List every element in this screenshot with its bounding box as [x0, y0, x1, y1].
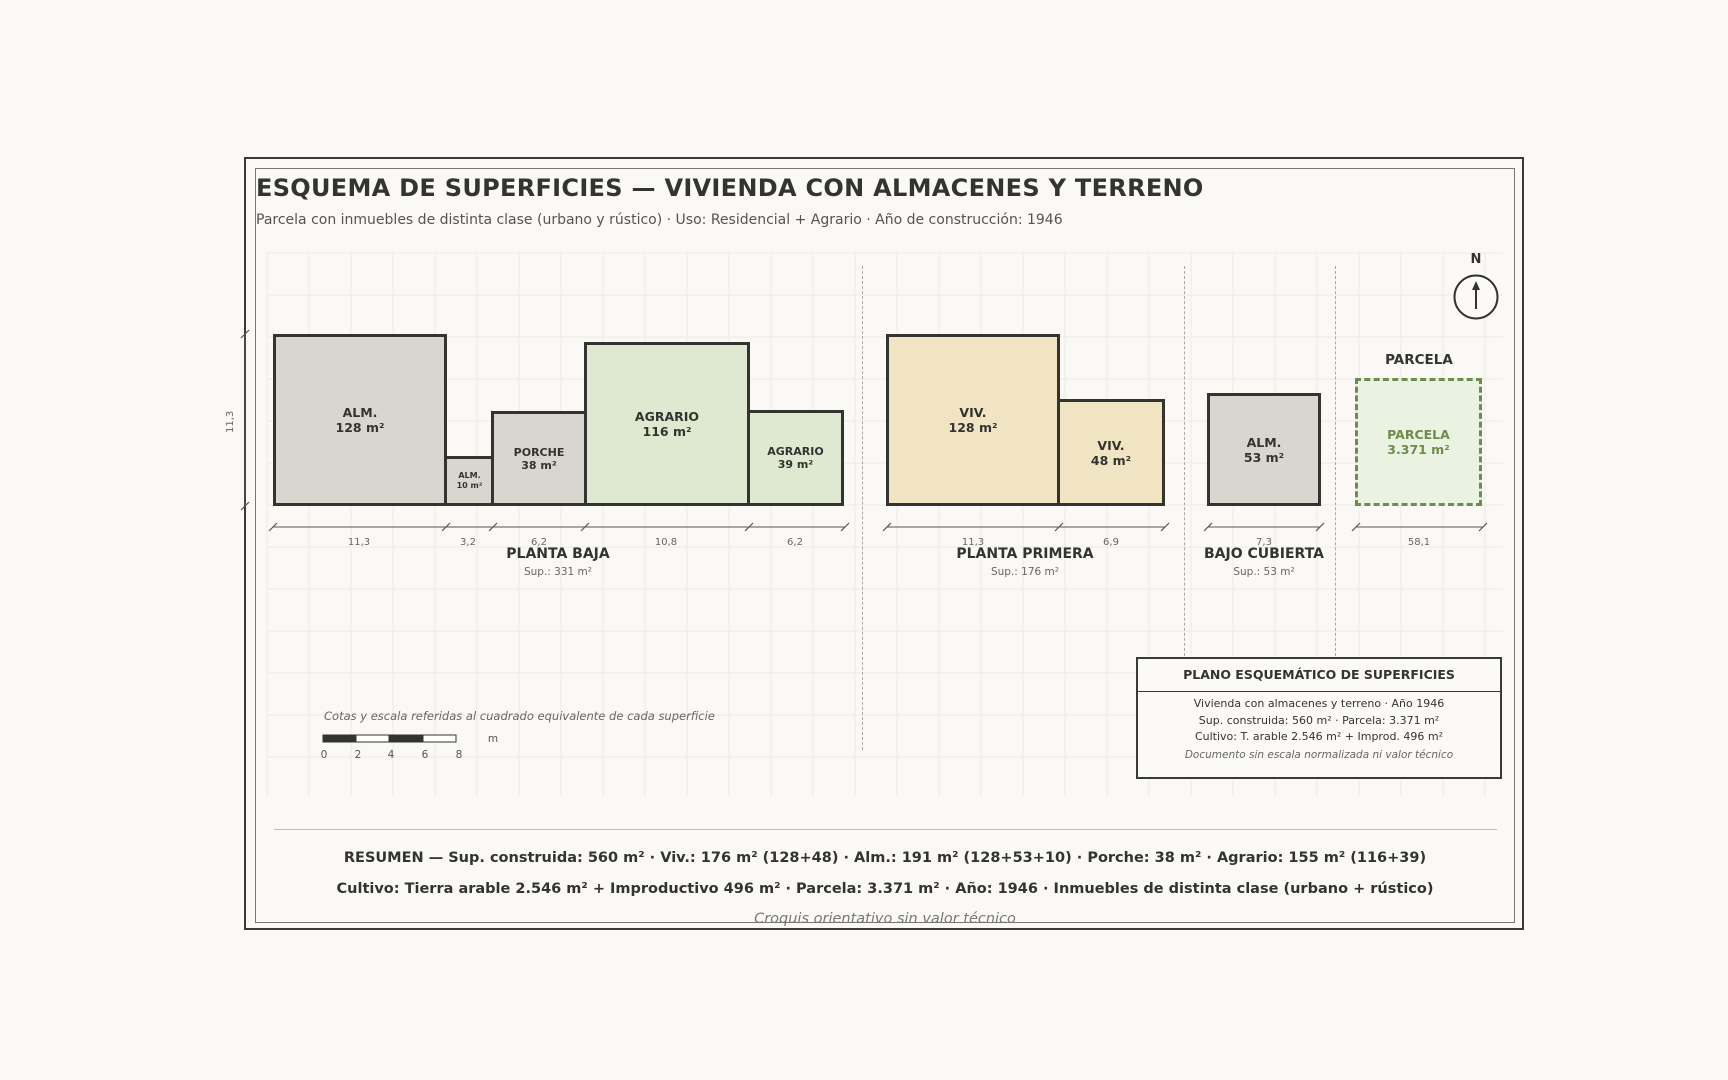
- room-label: VIV.: [959, 405, 987, 420]
- room-vivienda-small: VIV. 48 m²: [1057, 399, 1165, 506]
- scale-bar: [322, 734, 457, 743]
- dimension-label: 6,2: [787, 537, 803, 548]
- summary-divider: [274, 829, 1497, 830]
- room-label: AGRARIO: [634, 409, 700, 424]
- dimension-label: 6,9: [1103, 537, 1119, 548]
- sheet-inner-frame: [255, 168, 1515, 923]
- room-area: 128 m²: [335, 420, 385, 435]
- summary-line-1: RESUMEN — Sup. construida: 560 m² · Viv.…: [343, 850, 1427, 866]
- footer-note: Croquis orientativo sin valor técnico: [754, 911, 1016, 927]
- title-block-heading: PLANO ESQUEMÁTICO DE SUPERFICIES: [1138, 659, 1500, 692]
- room-almacen-bajo-cubierta: ALM. 53 m²: [1207, 393, 1321, 506]
- summary-line-2: Cultivo: Tierra arable 2.546 m² + Improd…: [336, 881, 1434, 897]
- north-arrow-icon: [1453, 274, 1499, 320]
- dimension-tick: [1478, 522, 1488, 532]
- section-surface-bajo-cubierta: Sup.: 53 m²: [1233, 566, 1295, 578]
- dimension-tick: [882, 522, 892, 532]
- sheet-outer-frame: [244, 157, 1524, 930]
- room-label: ALM.: [458, 471, 481, 480]
- dimension-tick: [1315, 522, 1325, 532]
- dimension-tick: [1054, 522, 1064, 532]
- room-almacen-pb: ALM. 128 m²: [273, 334, 447, 506]
- room-area: 116 m²: [642, 424, 692, 439]
- parcela-box: PARCELA 3.371 m²: [1355, 378, 1482, 506]
- room-area: 48 m²: [1090, 452, 1132, 468]
- dimension-tick: [268, 522, 278, 532]
- scale-tick: 8: [455, 749, 463, 761]
- scale-tick: 2: [354, 749, 362, 761]
- scale-tick: 0: [320, 749, 328, 761]
- dimension-label: 3,2: [460, 537, 476, 548]
- section-separator: [1184, 266, 1185, 666]
- dimension-tick: [1351, 522, 1361, 532]
- room-area: 128 m²: [948, 420, 998, 435]
- scale-unit: m: [487, 733, 499, 745]
- room-area: 39 m²: [777, 458, 814, 471]
- section-title-planta-baja: PLANTA BAJA: [506, 546, 610, 562]
- scale-tick: 4: [387, 749, 395, 761]
- dimension-tick: [580, 522, 590, 532]
- dimension-tick: [1203, 522, 1213, 532]
- dimension-tick: [1160, 522, 1170, 532]
- room-label: ALM.: [1246, 434, 1282, 450]
- dimension-label: 7,3: [1256, 537, 1272, 548]
- section-surface-planta-baja: Sup.: 331 m²: [523, 566, 592, 578]
- parcela-label: PARCELA: [1387, 427, 1450, 442]
- room-vivienda-large: VIV. 128 m²: [886, 334, 1060, 506]
- title-block-line: Sup. construida: 560 m² · Parcela: 3.371…: [1198, 713, 1440, 727]
- section-title-planta-primera: PLANTA PRIMERA: [956, 546, 1094, 562]
- room-almacen-small: ALM. 10 m²: [444, 456, 495, 506]
- room-area: 38 m²: [521, 458, 557, 472]
- dimension-tick: [840, 522, 850, 532]
- room-label: VIV.: [1097, 437, 1125, 453]
- dimension-label: 10,8: [654, 537, 678, 548]
- dimension-tick: [488, 522, 498, 532]
- dimension-label: 11,3: [961, 537, 985, 548]
- section-surface-planta-primera: Sup.: 176 m²: [990, 566, 1059, 578]
- section-separator: [1335, 266, 1336, 666]
- section-title-bajo-cubierta: BAJO CUBIERTA: [1203, 546, 1325, 562]
- room-label: AGRARIO: [767, 445, 824, 458]
- north-label: N: [1470, 252, 1482, 267]
- room-area: 10 m²: [456, 481, 483, 490]
- section-separator: [862, 266, 863, 750]
- parcela-area: 3.371 m²: [1387, 442, 1450, 457]
- title-block: PLANO ESQUEMÁTICO DE SUPERFICIES Viviend…: [1136, 657, 1502, 779]
- plan-subtitle: Parcela con inmuebles de distinta clase …: [256, 212, 1063, 228]
- dimension-tick: [744, 522, 754, 532]
- room-area: 53 m²: [1243, 449, 1285, 465]
- scale-note: Cotas y escala referidas al cuadrado equ…: [324, 709, 715, 723]
- dimension-label: 58,1: [1407, 537, 1431, 548]
- title-block-disclaimer: Documento sin escala normalizada ni valo…: [1184, 748, 1454, 761]
- room-agrario-small: AGRARIO 39 m²: [747, 410, 844, 506]
- parcela-heading: PARCELA: [1385, 352, 1453, 368]
- room-agrario-large: AGRARIO 116 m²: [584, 342, 750, 506]
- side-dimension-label: 11,3: [225, 410, 236, 433]
- dimension-tick: [240, 501, 250, 511]
- room-label: ALM.: [342, 405, 378, 420]
- room-porche: PORCHE 38 m²: [491, 411, 587, 506]
- dimension-label: 6,2: [531, 537, 547, 548]
- title-block-line: Vivienda con almacenes y terreno · Año 1…: [1193, 697, 1445, 710]
- plan-title: ESQUEMA DE SUPERFICIES — VIVIENDA CON AL…: [256, 174, 1204, 202]
- dimension-tick: [240, 329, 250, 339]
- scale-tick: 6: [421, 749, 429, 761]
- title-block-line: Cultivo: T. arable 2.546 m² + Improd. 49…: [1194, 730, 1444, 743]
- dimension-label: 11,3: [347, 537, 371, 548]
- room-label: PORCHE: [513, 445, 565, 459]
- dimension-tick: [441, 522, 451, 532]
